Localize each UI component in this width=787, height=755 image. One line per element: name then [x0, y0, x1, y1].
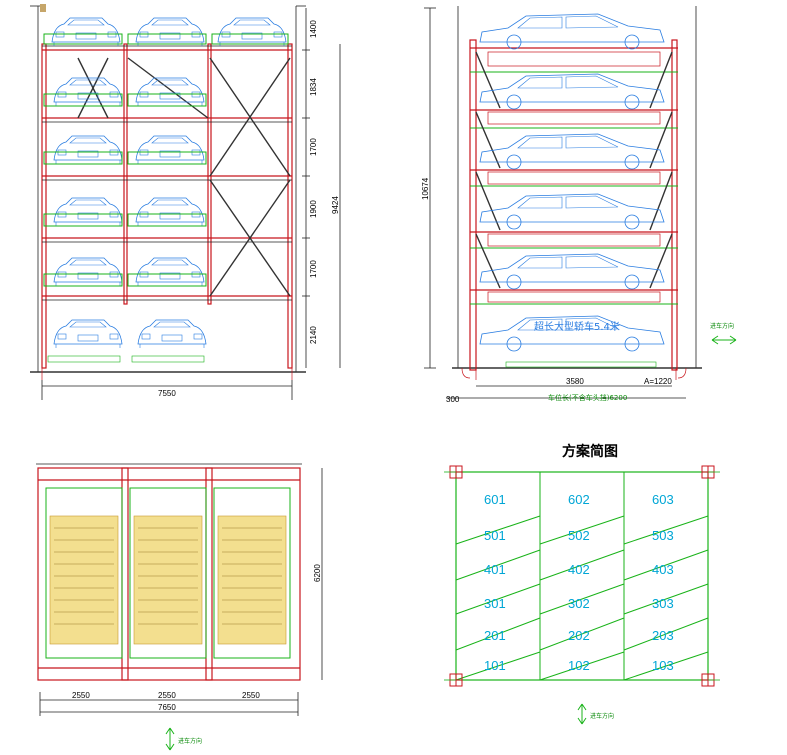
slot-label: 303	[652, 596, 674, 611]
slot-label: 402	[568, 562, 590, 577]
slot-label: 501	[484, 528, 506, 543]
slot-label: 103	[652, 658, 674, 673]
level-dim-4: 1900	[309, 200, 318, 218]
slot-label: 401	[484, 562, 506, 577]
slot-label: 101	[484, 658, 506, 673]
scheme-column-1: 601 501 401 301 201 101	[484, 492, 506, 673]
scheme-diagram: 方案简图	[444, 443, 720, 725]
side-car-label: 超长大型轿车5.4米	[534, 320, 620, 333]
slot-label: 102	[568, 658, 590, 673]
front-total-width: 7550	[158, 389, 176, 398]
slot-label: 602	[568, 492, 590, 507]
front-elevation-view: 1400 1834 1700 1900 1700 2140 9424 7550	[30, 4, 341, 400]
scheme-title: 方案简图	[562, 443, 618, 460]
side-direction-label: 进车方向	[710, 322, 734, 330]
scheme-column-2: 602 502 402 302 202 102	[568, 492, 590, 673]
slot-label: 203	[652, 628, 674, 643]
slot-label: 603	[652, 492, 674, 507]
plan-direction-label: 进车方向	[178, 737, 202, 745]
plan-view: 6200 2550 2550 2550 7650 进车方向	[36, 463, 323, 751]
front-car-rows	[43, 17, 289, 363]
scheme-direction-arrow: 进车方向	[577, 703, 614, 725]
plan-total-width: 7650	[158, 703, 176, 712]
plan-platforms	[49, 515, 287, 645]
plan-depth: 6200	[313, 564, 322, 582]
plan-bay-width-3: 2550	[242, 691, 260, 700]
level-dim-2: 1834	[309, 78, 318, 96]
slot-label: 302	[568, 596, 590, 611]
plan-direction-arrow: 进车方向	[165, 727, 202, 751]
slot-label: 201	[484, 628, 506, 643]
side-total-height: 10674	[421, 177, 430, 200]
side-direction-arrow: 进车方向	[710, 322, 737, 345]
plan-bay-width-2: 2550	[158, 691, 176, 700]
slot-label: 503	[652, 528, 674, 543]
scheme-column-3: 603 503 403 303 203 103	[652, 492, 674, 673]
slot-label: 202	[568, 628, 590, 643]
level-dim-6: 2140	[309, 326, 318, 344]
scheme-direction-label: 进车方向	[590, 712, 614, 720]
level-dim-5: 1700	[309, 260, 318, 278]
front-total-height: 9424	[331, 196, 340, 214]
side-left-300: 300	[446, 395, 460, 404]
slot-label: 301	[484, 596, 506, 611]
side-width-3580: 3580	[566, 377, 584, 386]
plan-bay-width-1: 2550	[72, 691, 90, 700]
slot-label: 502	[568, 528, 590, 543]
slot-label: 403	[652, 562, 674, 577]
front-level-dims: 1400 1834 1700 1900 1700 2140 9424	[309, 20, 340, 344]
level-dim-1: 1400	[309, 20, 318, 38]
side-a-value: A=1220	[644, 377, 672, 386]
level-dim-3: 1700	[309, 138, 318, 156]
side-elevation-view: 超长大型轿车5.4米 10674 3580 A=1220 300 车位长(不含车…	[421, 6, 737, 404]
slot-label: 601	[484, 492, 506, 507]
wall-hatch	[40, 4, 46, 12]
side-bottom-label: 车位长(不含车头挡)6200	[548, 393, 627, 402]
